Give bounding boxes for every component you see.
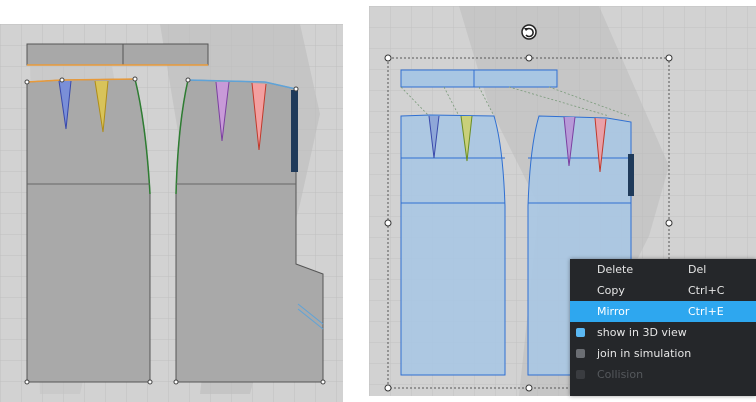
dart-4[interactable]	[251, 82, 267, 151]
context-menu: Delete Del Copy Ctrl+C Mirror Ctrl+E sho…	[570, 259, 756, 396]
checkbox-icon	[576, 328, 585, 337]
checkbox-icon	[576, 349, 585, 358]
menu-toggle-label: join in simulation	[597, 347, 692, 360]
rotate-icon[interactable]	[521, 24, 537, 40]
waistband-piece[interactable]	[26, 43, 209, 66]
menu-toggle-show-3d[interactable]: show in 3D view	[570, 322, 756, 343]
dart-3[interactable]	[215, 81, 230, 142]
menu-item-delete[interactable]: Delete Del	[570, 259, 756, 280]
menu-toggle-label: Collision	[597, 368, 644, 381]
right-pattern-view[interactable]	[369, 6, 756, 396]
menu-toggle-label: show in 3D view	[597, 326, 687, 339]
dart-2[interactable]	[460, 115, 473, 162]
dart-2[interactable]	[94, 80, 109, 133]
menu-item-mirror[interactable]: Mirror Ctrl+E	[570, 301, 756, 322]
skirt-back-panel-selected[interactable]	[400, 114, 506, 376]
menu-item-label: Copy	[597, 284, 625, 297]
menu-item-shortcut: Ctrl+E	[688, 305, 724, 318]
dart-3[interactable]	[563, 116, 576, 167]
zipper-seam[interactable]	[291, 90, 298, 172]
checkbox-icon	[576, 370, 585, 379]
menu-toggle-collision: Collision	[570, 364, 756, 385]
skirt-back-panel[interactable]	[26, 78, 151, 383]
left-pattern-canvas	[0, 24, 343, 402]
dart-1[interactable]	[428, 115, 440, 159]
selection-handles[interactable]	[384, 54, 673, 392]
zipper-seam[interactable]	[628, 154, 634, 196]
menu-item-shortcut: Del	[688, 263, 707, 276]
dart-1[interactable]	[58, 80, 72, 130]
left-pattern-view[interactable]	[0, 24, 343, 402]
menu-item-shortcut: Ctrl+C	[688, 284, 725, 297]
waistband-piece-selected[interactable]	[400, 69, 558, 88]
menu-item-label: Delete	[597, 263, 634, 276]
dart-4[interactable]	[594, 117, 607, 173]
right-pattern-canvas	[369, 6, 756, 396]
menu-toggle-join-simulation[interactable]: join in simulation	[570, 343, 756, 364]
menu-item-copy[interactable]: Copy Ctrl+C	[570, 280, 756, 301]
menu-item-label: Mirror	[597, 305, 630, 318]
